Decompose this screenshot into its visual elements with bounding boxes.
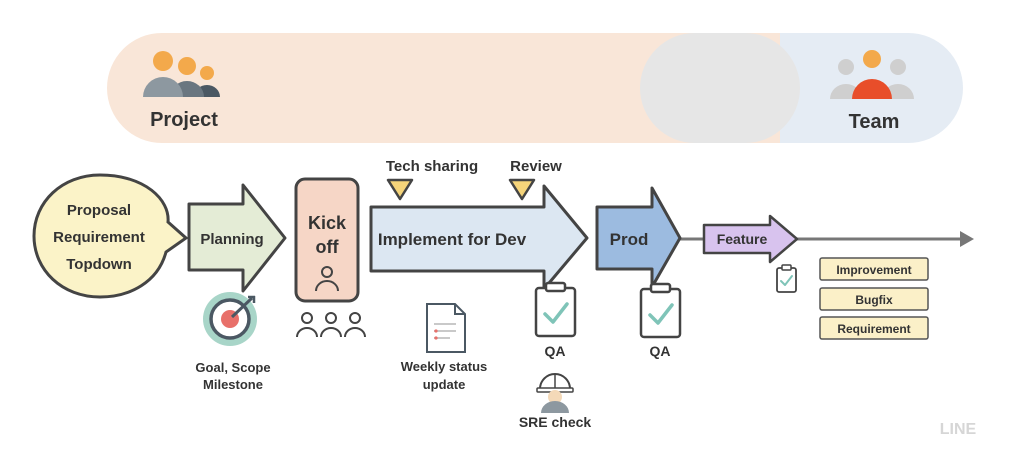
feature-tag: Requirement: [837, 322, 910, 336]
review-marker: [508, 178, 536, 201]
qa-clipboard-icon-prod: [639, 282, 682, 339]
feature-tag-list: Improvement Bugfix Requirement: [819, 257, 929, 340]
source-line-requirement: Requirement: [53, 229, 145, 246]
feature-tag-box: [819, 257, 929, 281]
planning-arrow: [187, 183, 287, 293]
goal-caption-line2: Milestone: [203, 377, 263, 392]
kickoff-person-icon: [315, 266, 339, 292]
overlap-zone: [640, 33, 800, 143]
feature-tag: Improvement: [836, 263, 911, 277]
team-label: Team: [849, 111, 900, 133]
sre-engineer-icon: [536, 373, 574, 413]
qa-prod-caption: QA: [650, 343, 671, 359]
feature-arrow: [702, 214, 799, 264]
goal-caption-line1: Goal, Scope: [195, 360, 270, 375]
feature-clipboard-icon: [776, 264, 797, 293]
weekly-caption-line1: Weekly status: [401, 359, 487, 374]
implement-label: Implement for Dev: [378, 230, 527, 249]
implement-arrow: [369, 184, 589, 291]
project-label: Project: [150, 109, 218, 131]
team-people-icon: [830, 50, 914, 99]
kickoff-label-kick: Kick: [308, 213, 347, 233]
kickoff-label-off: off: [316, 237, 340, 257]
source-bubble: [32, 173, 189, 299]
review-label: Review: [510, 158, 562, 175]
project-people-icon: [143, 51, 220, 97]
source-line-proposal: Proposal: [67, 202, 131, 219]
tech-sharing-label: Tech sharing: [386, 158, 478, 175]
line-watermark: LINE: [940, 421, 977, 438]
feature-tag-box: [819, 287, 929, 311]
target-icon: [203, 292, 257, 346]
prod-label: Prod: [610, 230, 649, 249]
feature-label: Feature: [717, 231, 768, 247]
planning-label: Planning: [200, 231, 263, 248]
sre-caption: SRE check: [519, 414, 592, 430]
tech-sharing-marker: [386, 178, 414, 201]
qa-dev-caption: QA: [545, 343, 566, 359]
feature-tag: Bugfix: [855, 293, 893, 307]
team-members-icon: [296, 312, 366, 338]
prod-arrow: [595, 186, 682, 289]
feature-tag-box: [819, 316, 929, 340]
kickoff-box: [294, 177, 360, 303]
qa-clipboard-icon-dev: [534, 281, 577, 338]
weekly-caption-line2: update: [423, 377, 466, 392]
scope-banner: [107, 33, 963, 143]
source-line-topdown: Topdown: [66, 256, 132, 273]
document-icon: [426, 303, 466, 353]
project-band: [107, 33, 820, 143]
timeline-arrowhead: [960, 231, 974, 247]
